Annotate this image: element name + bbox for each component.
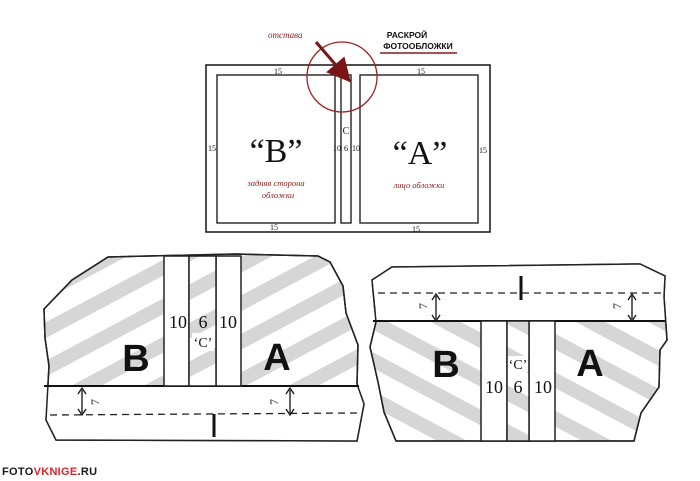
spine-dim-mid: 6	[344, 144, 348, 153]
panel-b-caption-2: обложки	[262, 190, 294, 200]
letter-b: B	[432, 344, 459, 386]
bottom-right-cut-view: 7 7 B A ‘C’ 10 6 10	[369, 263, 668, 442]
callout-arrow	[314, 41, 351, 83]
margin-arrow-left-bottom	[431, 314, 441, 323]
bottom-margin-band	[44, 386, 364, 441]
panel-a-caption: лицо обложки	[393, 180, 445, 190]
leather-sheet-outline	[369, 263, 668, 442]
panel-b-letter: “B”	[250, 133, 303, 170]
margin-arrow-right-bottom	[627, 314, 637, 323]
gap-left	[163, 255, 190, 387]
dim-right: 15	[479, 146, 487, 155]
gap-right	[528, 320, 556, 442]
dim-top-right: 15	[417, 67, 425, 76]
spine-label: ‘C’	[509, 358, 528, 373]
dim-bottom-right: 15	[412, 225, 420, 234]
spine-dim-right: 10	[352, 144, 360, 153]
dim-left: 15	[208, 144, 216, 153]
panel-a-letter: “A”	[393, 135, 448, 172]
margin-arrow-left-top	[431, 292, 441, 301]
spine-label-bg	[192, 333, 214, 351]
margin-arrow-left-bottom	[77, 408, 87, 417]
margin-left-label: 7	[416, 303, 430, 309]
bottom-left-cut-view: 7 7 B A 10 6 10 ‘C’	[43, 253, 365, 442]
letter-b: B	[122, 338, 149, 380]
spine-strip	[506, 320, 530, 442]
callout-circle	[306, 41, 378, 113]
callout-label: отстава	[268, 30, 303, 40]
dim-6: 6	[199, 312, 208, 332]
panel-b-caption-1: задняя сторона	[246, 178, 304, 188]
margin-left-label: 7	[88, 399, 102, 405]
top-layout-diagram: отстава РАСКРОЙ ФОТООБЛОЖКИ 15 15 15 15 …	[205, 29, 491, 234]
spine-dim-left: 10	[333, 144, 341, 153]
letter-a: A	[263, 337, 290, 379]
spine-strip	[188, 255, 217, 387]
margin-arrow-left-top	[77, 386, 87, 395]
dim-10-left: 10	[169, 312, 187, 332]
margin-arrow-right-bottom	[285, 408, 295, 417]
dim-bottom-left: 15	[270, 223, 278, 232]
dim-10-right: 10	[534, 377, 552, 397]
gap-left	[480, 320, 508, 442]
spine-letter: С	[343, 126, 350, 137]
margin-arrow-right-top	[627, 292, 637, 301]
title-line-2: ФОТООБЛОЖКИ	[383, 41, 452, 51]
margin-arrow-right-top	[285, 386, 295, 395]
panel-a-box	[359, 74, 479, 224]
watermark-part-3: .RU	[77, 466, 98, 478]
spine-label: ‘C’	[194, 336, 213, 351]
letter-a: A	[576, 343, 603, 385]
site-watermark: FOTOVKNIGE.RU	[2, 466, 97, 478]
title-line-1: РАСКРОЙ	[387, 29, 427, 40]
dim-10-left: 10	[485, 377, 503, 397]
gap-right	[215, 255, 242, 387]
watermark-part-2: VKNIGE	[33, 466, 78, 478]
spine-label-bg	[508, 356, 528, 372]
margin-right-label: 7	[267, 399, 281, 405]
top-margin-band	[371, 264, 665, 321]
watermark-part-1: FOTO	[2, 466, 34, 478]
fold-dashed-line	[49, 412, 359, 416]
margin-right-label: 7	[610, 303, 624, 309]
dim-top-left: 15	[274, 67, 282, 76]
dim-6: 6	[514, 377, 523, 397]
dim-10-right: 10	[219, 312, 237, 332]
leather-sheet-outline	[43, 253, 365, 442]
